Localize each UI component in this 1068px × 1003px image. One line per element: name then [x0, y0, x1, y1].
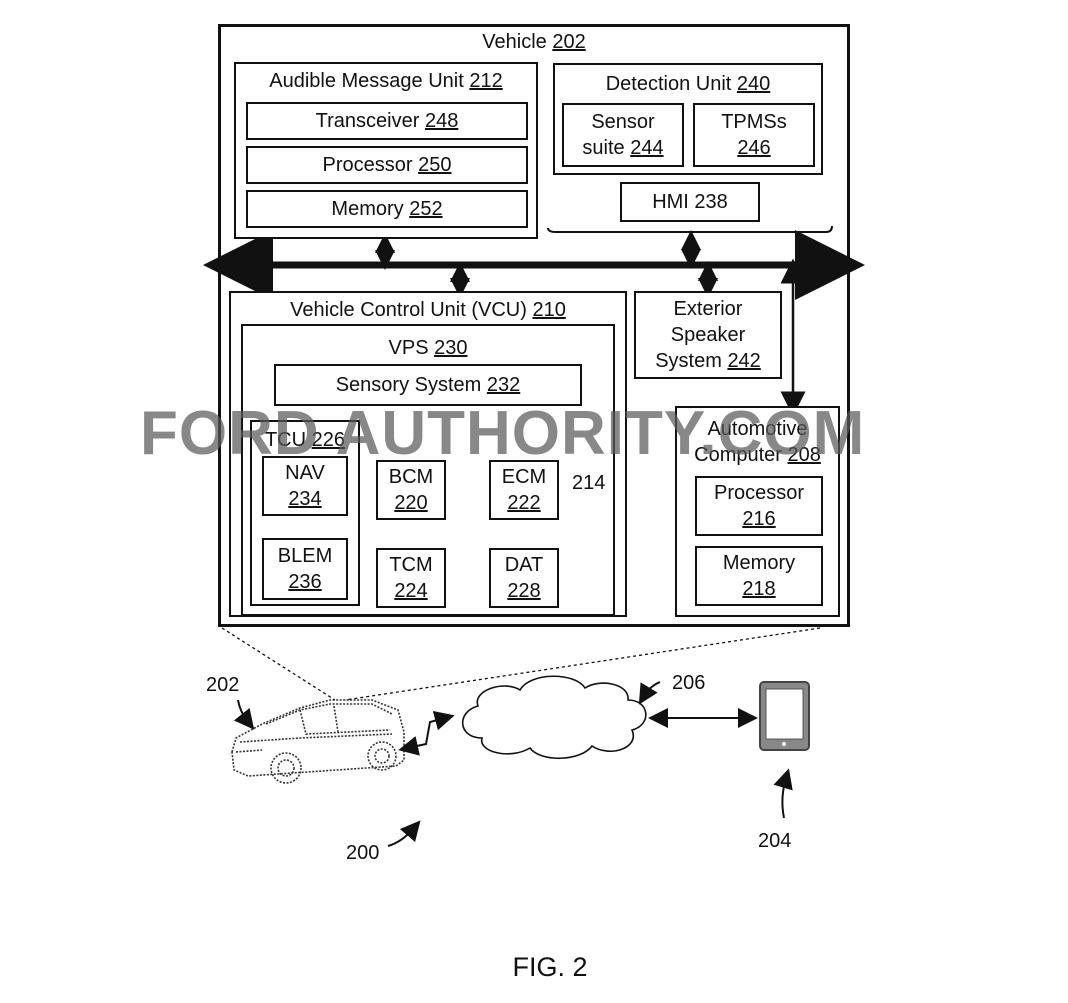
- exterior-speaker-num: 242: [727, 350, 761, 372]
- detection-unit-title: Detection Unit 240: [553, 72, 823, 96]
- watermark: FORD AUTHORITY.COM: [140, 399, 866, 468]
- car-icon: [231, 699, 405, 784]
- nav-label: NAV: [285, 462, 325, 484]
- sensory-num: 232: [486, 374, 521, 396]
- memory-218-label: Memory: [722, 552, 796, 574]
- ref-car-202: 202: [206, 674, 240, 696]
- processor-250-box: Processor 250: [246, 146, 528, 184]
- detection-label: Detection Unit: [605, 73, 732, 95]
- ecm-num: 222: [507, 492, 541, 514]
- tpms-label: TPMSs: [721, 111, 787, 133]
- detection-num: 240: [736, 73, 771, 95]
- bcm-box: BCM 220: [376, 460, 446, 520]
- sensory-system-box: Sensory System 232: [274, 364, 582, 406]
- processor-216-box: Processor 216: [695, 476, 823, 536]
- audible-message-unit-title: Audible Message Unit 212: [234, 69, 538, 93]
- ref-cloud-206: 206: [672, 672, 706, 694]
- dat-label: DAT: [504, 554, 544, 576]
- tpms-box: TPMSs 246: [693, 103, 815, 167]
- dat-box: DAT 228: [489, 548, 559, 608]
- hmi-label: HMI 238: [652, 191, 728, 213]
- dat-num: 228: [507, 580, 541, 602]
- memory-252-label: Memory: [331, 198, 404, 220]
- vps-title: VPS 230: [241, 336, 615, 360]
- audible-num: 212: [469, 70, 503, 92]
- blem-num: 236: [288, 571, 322, 593]
- tcu-title: TCU 226: [250, 428, 360, 452]
- memory-218-num: 218: [742, 578, 776, 600]
- tcm-label: TCM: [389, 554, 433, 576]
- processor-250-label: Processor: [322, 154, 413, 176]
- figure-label: FIG. 2: [512, 952, 588, 982]
- vps-num: 230: [434, 337, 468, 359]
- sensor-suite-num: 244: [630, 137, 664, 159]
- tablet-icon: [759, 681, 810, 751]
- vcu-label: Vehicle Control Unit (VCU): [290, 299, 527, 321]
- nav-num: 234: [288, 488, 322, 510]
- vehicle-num: 202: [552, 31, 586, 53]
- memory-252-num: 252: [409, 198, 443, 220]
- bcm-label: BCM: [388, 466, 434, 488]
- ref-device-204: 204: [758, 830, 792, 852]
- automotive-computer-line2: Computer: [694, 444, 782, 466]
- vcu-title: Vehicle Control Unit (VCU) 210: [229, 298, 627, 322]
- bcm-num: 220: [394, 492, 428, 514]
- transceiver-num: 248: [424, 110, 459, 132]
- vehicle-label: Vehicle: [482, 31, 547, 53]
- wireless-link: [398, 710, 455, 756]
- processor-250-num: 250: [418, 154, 452, 176]
- sensory-label: Sensory System: [335, 374, 482, 396]
- exterior-speaker-line1: Exterior: [673, 298, 743, 320]
- tcu-num: 226: [311, 429, 346, 451]
- ref-system-200: 200: [346, 842, 380, 864]
- exterior-speaker-box: Exterior Speaker System 242: [634, 291, 782, 379]
- audible-label: Audible Message Unit: [269, 70, 464, 92]
- cloud-icon: [461, 675, 647, 759]
- hmi-box: HMI 238: [620, 182, 760, 222]
- vps-label: VPS: [388, 337, 429, 359]
- tcm-box: TCM 224: [376, 548, 446, 608]
- ecm-box: ECM 222: [489, 460, 559, 520]
- blem-box: BLEM 236: [262, 538, 348, 600]
- ecm-label: ECM: [501, 466, 547, 488]
- sensor-suite-line1: Sensor: [591, 111, 655, 133]
- tpms-num: 246: [737, 137, 771, 159]
- exterior-speaker-line3: System: [655, 350, 722, 372]
- automotive-computer-line1: Automotive: [707, 418, 808, 440]
- transceiver-label: Transceiver: [315, 110, 420, 132]
- vcu-num: 210: [532, 299, 566, 321]
- memory-252-box: Memory 252: [246, 190, 528, 228]
- transceiver-box: Transceiver 248: [246, 102, 528, 140]
- processor-216-label: Processor: [713, 482, 805, 504]
- tcu-box: [250, 420, 360, 606]
- blem-label: BLEM: [277, 545, 333, 567]
- memory-218-box: Memory 218: [695, 546, 823, 606]
- automotive-computer-num: 208: [787, 444, 821, 466]
- detection-bracket: [547, 225, 833, 233]
- vehicle-title: Vehicle 202: [218, 30, 850, 54]
- sensor-suite-box: Sensor suite 244: [562, 103, 684, 167]
- vehicle-box: [218, 24, 850, 627]
- bus-ref-214: 214: [572, 472, 606, 494]
- processor-216-num: 216: [742, 508, 776, 530]
- automotive-computer-title: Automotive Computer 208: [675, 416, 840, 468]
- tcm-num: 224: [394, 580, 428, 602]
- tcu-label: TCU: [264, 429, 307, 451]
- exterior-speaker-line2: Speaker: [670, 324, 746, 346]
- nav-box: NAV 234: [262, 456, 348, 516]
- sensor-suite-line2: suite: [582, 137, 625, 159]
